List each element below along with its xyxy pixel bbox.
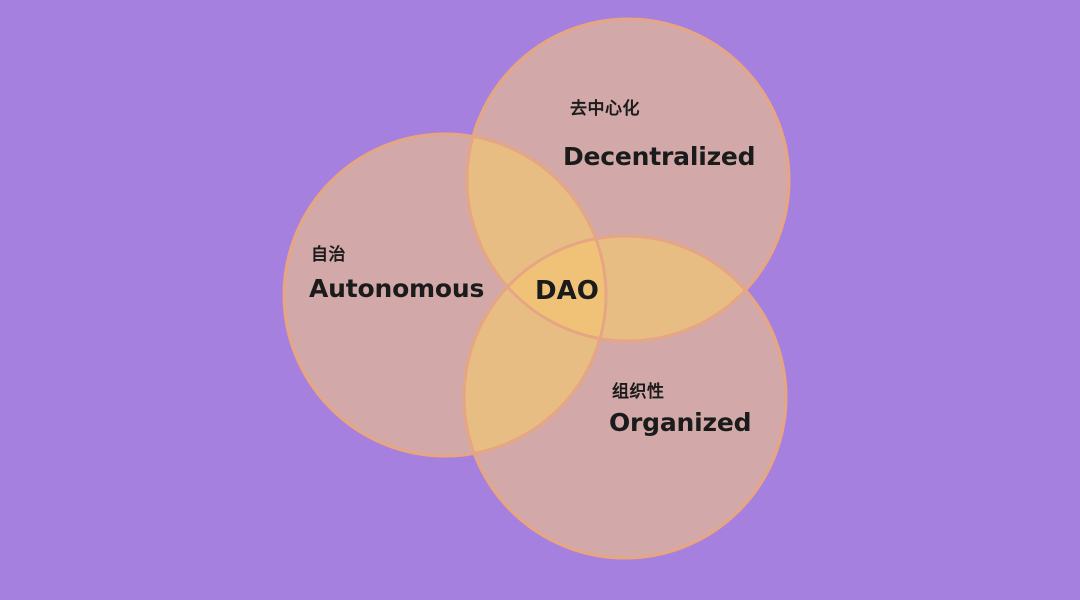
organized-outline <box>462 234 788 560</box>
decentralized-outline <box>465 17 791 343</box>
organized-label-cn: 组织性 <box>612 382 665 402</box>
autonomous-label-cn: 自治 <box>311 245 346 265</box>
organized-label-en: Organized <box>609 408 752 437</box>
dao-center-label: DAO <box>535 276 599 306</box>
autonomous-label-en: Autonomous <box>309 274 485 303</box>
autonomous-outline <box>282 132 608 458</box>
decentralized-label-cn: 去中心化 <box>570 99 640 119</box>
decentralized-label-en: Decentralized <box>563 142 756 171</box>
